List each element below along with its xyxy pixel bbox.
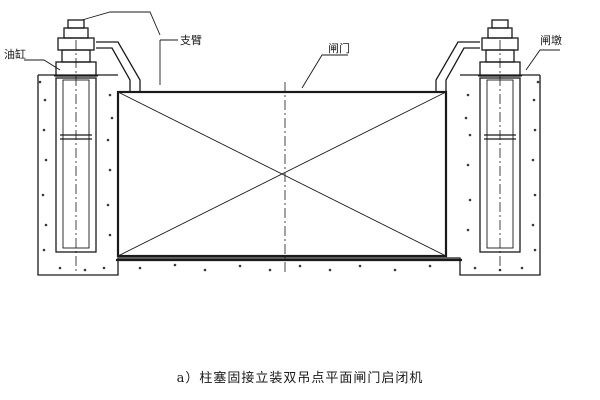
label-oil-cylinder: 油缸 xyxy=(4,47,26,61)
right-support-arm xyxy=(435,41,480,92)
left-hoist-head xyxy=(54,19,98,77)
figure-caption: a）柱塞固接立装双吊点平面闸门启闭机 xyxy=(176,371,424,386)
label-gate: 闸门 xyxy=(328,41,350,55)
left-support-arm xyxy=(96,41,141,92)
label-support-pipe: 支臂 xyxy=(180,34,202,47)
bottom-slab-concrete xyxy=(138,263,432,272)
left-oil-cylinder xyxy=(55,40,97,272)
left-pier-concrete xyxy=(38,80,114,272)
leader-lines xyxy=(24,11,560,89)
right-hoist-head xyxy=(478,19,522,77)
right-oil-cylinder xyxy=(479,40,521,272)
label-gate-pier: 闸墩 xyxy=(540,33,562,47)
foundation-outline xyxy=(37,74,541,276)
right-pier-concrete xyxy=(464,80,540,272)
gate-leaf xyxy=(116,82,448,272)
